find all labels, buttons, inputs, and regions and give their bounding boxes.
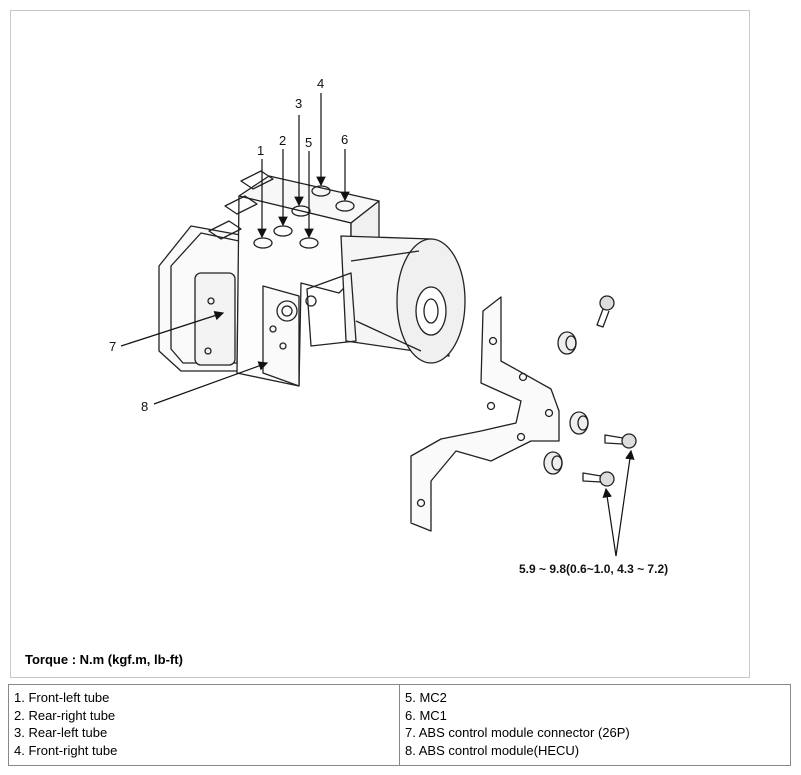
- mounting-bolts: [582, 295, 637, 487]
- torque-units-label: Torque : N.m (kgf.m, lb-ft): [25, 652, 183, 667]
- legend-item-5: 5. MC2: [405, 690, 447, 705]
- callout-2: 2: [279, 133, 286, 148]
- legend-item-6: 6. MC1: [405, 707, 447, 723]
- pump-motor: [306, 235, 466, 364]
- callout-5: 5: [305, 135, 312, 150]
- connector-housing: [158, 225, 247, 372]
- legend-item-1: 1. Front-left tube: [14, 690, 110, 705]
- legend-item-3: 3. Rear-left tube: [14, 725, 108, 740]
- legend-item-2: 2. Rear-right tube: [14, 707, 116, 723]
- abs-module-illustration: 1 2 3 4 5 6 7 8 5.9 ~ 9.8(0.6~1.0, 4.3 ~…: [109, 76, 668, 576]
- callout-1: 1: [257, 143, 264, 158]
- legend-item-4: 4. Front-right tube: [14, 742, 118, 758]
- torque-spec: 5.9 ~ 9.8(0.6~1.0, 4.3 ~ 7.2): [519, 562, 668, 576]
- mounting-bushings: [543, 331, 589, 475]
- hydraulic-block: [208, 170, 380, 387]
- legend-item-7: 7. ABS control module connector (26P): [405, 725, 630, 740]
- callout-3: 3: [295, 96, 302, 111]
- callout-8: 8: [141, 399, 148, 414]
- legend-column-left: 1. Front-left tube 2. Rear-right tube 3.…: [9, 685, 399, 765]
- parts-legend: 1. Front-left tube 2. Rear-right tube 3.…: [8, 684, 791, 766]
- callout-6: 6: [341, 132, 348, 147]
- legend-column-right: 5. MC2 6. MC1 7. ABS control module conn…: [399, 685, 790, 765]
- callout-4: 4: [317, 76, 324, 91]
- callout-7: 7: [109, 339, 116, 354]
- diagram-figure: 1 2 3 4 5 6 7 8 5.9 ~ 9.8(0.6~1.0, 4.3 ~…: [10, 10, 750, 678]
- mounting-bracket: [410, 296, 560, 532]
- legend-item-8: 8. ABS control module(HECU): [405, 742, 580, 758]
